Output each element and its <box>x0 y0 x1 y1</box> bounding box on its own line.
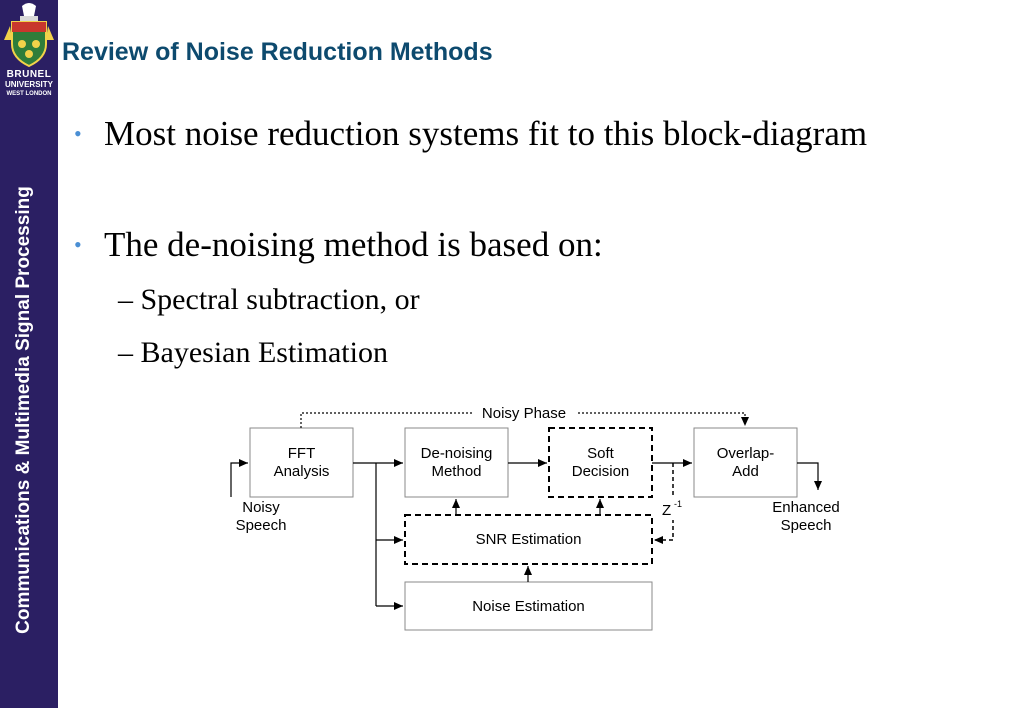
bullet-text: Most noise reduction systems fit to this… <box>104 114 868 153</box>
bullet-dot-icon: • <box>74 121 82 146</box>
delay-label: Z <box>662 502 671 519</box>
bullet-item: • The de-noising method is based on: <box>74 222 954 268</box>
sidebar-label: Communications & Multimedia Signal Proce… <box>13 186 34 634</box>
output-arrow <box>797 462 822 490</box>
fft-label-line2: Analysis <box>274 463 330 480</box>
delay-feedback-arrow <box>654 463 674 544</box>
fft-analysis-block <box>249 427 354 498</box>
input-label-line2: Speech <box>236 517 287 534</box>
logo-line2: UNIVERSITY <box>4 80 53 89</box>
output-label-line2: Speech <box>781 517 832 534</box>
bullet-text: The de-noising method is based on: <box>104 225 603 264</box>
overlap-label-line1: Overlap- <box>717 445 775 462</box>
input-label-line1: Noisy <box>242 499 280 516</box>
snr-label: SNR Estimation <box>476 531 582 548</box>
sub-bullet-item: – Spectral subtraction, or <box>118 283 420 316</box>
noise-reduction-block-diagram: FFT Analysis De-noising Method Soft Deci… <box>230 405 840 631</box>
logo-wordmark: BRUNEL UNIVERSITY WEST LONDON <box>0 69 58 98</box>
delay-exponent: -1 <box>674 499 682 509</box>
denoise-label-line2: Method <box>431 463 481 480</box>
university-logo: BRUNEL UNIVERSITY WEST LONDON <box>0 0 58 108</box>
snr-estimation-block <box>404 514 653 565</box>
overlap-add-block <box>693 427 798 498</box>
noise-estimation-block <box>404 581 653 631</box>
input-arrow <box>230 459 248 497</box>
logo-line3: WEST LONDON <box>6 91 52 97</box>
soft-label-line2: Decision <box>572 463 630 480</box>
soft-label-line1: Soft <box>587 445 615 462</box>
slide-title: Review of Noise Reduction Methods <box>62 38 493 66</box>
bullet-dot-icon: • <box>74 232 82 257</box>
output-label-line1: Enhanced <box>772 499 840 516</box>
noise-label: Noise Estimation <box>472 598 585 615</box>
fft-label-line1: FFT <box>288 445 316 462</box>
noisy-phase-label: Noisy Phase <box>482 405 566 422</box>
overlap-label-line2: Add <box>732 463 759 480</box>
denoise-label-line1: De-noising <box>421 445 493 462</box>
denoising-method-block <box>404 427 509 498</box>
crest-icon <box>4 3 54 68</box>
bullet-item: • Most noise reduction systems fit to th… <box>74 111 954 211</box>
sub-bullet-item: – Bayesian Estimation <box>118 336 388 369</box>
logo-name: BRUNEL <box>6 69 52 80</box>
soft-decision-block <box>548 427 653 498</box>
sidebar: BRUNEL UNIVERSITY WEST LONDON Communicat… <box>0 0 58 708</box>
